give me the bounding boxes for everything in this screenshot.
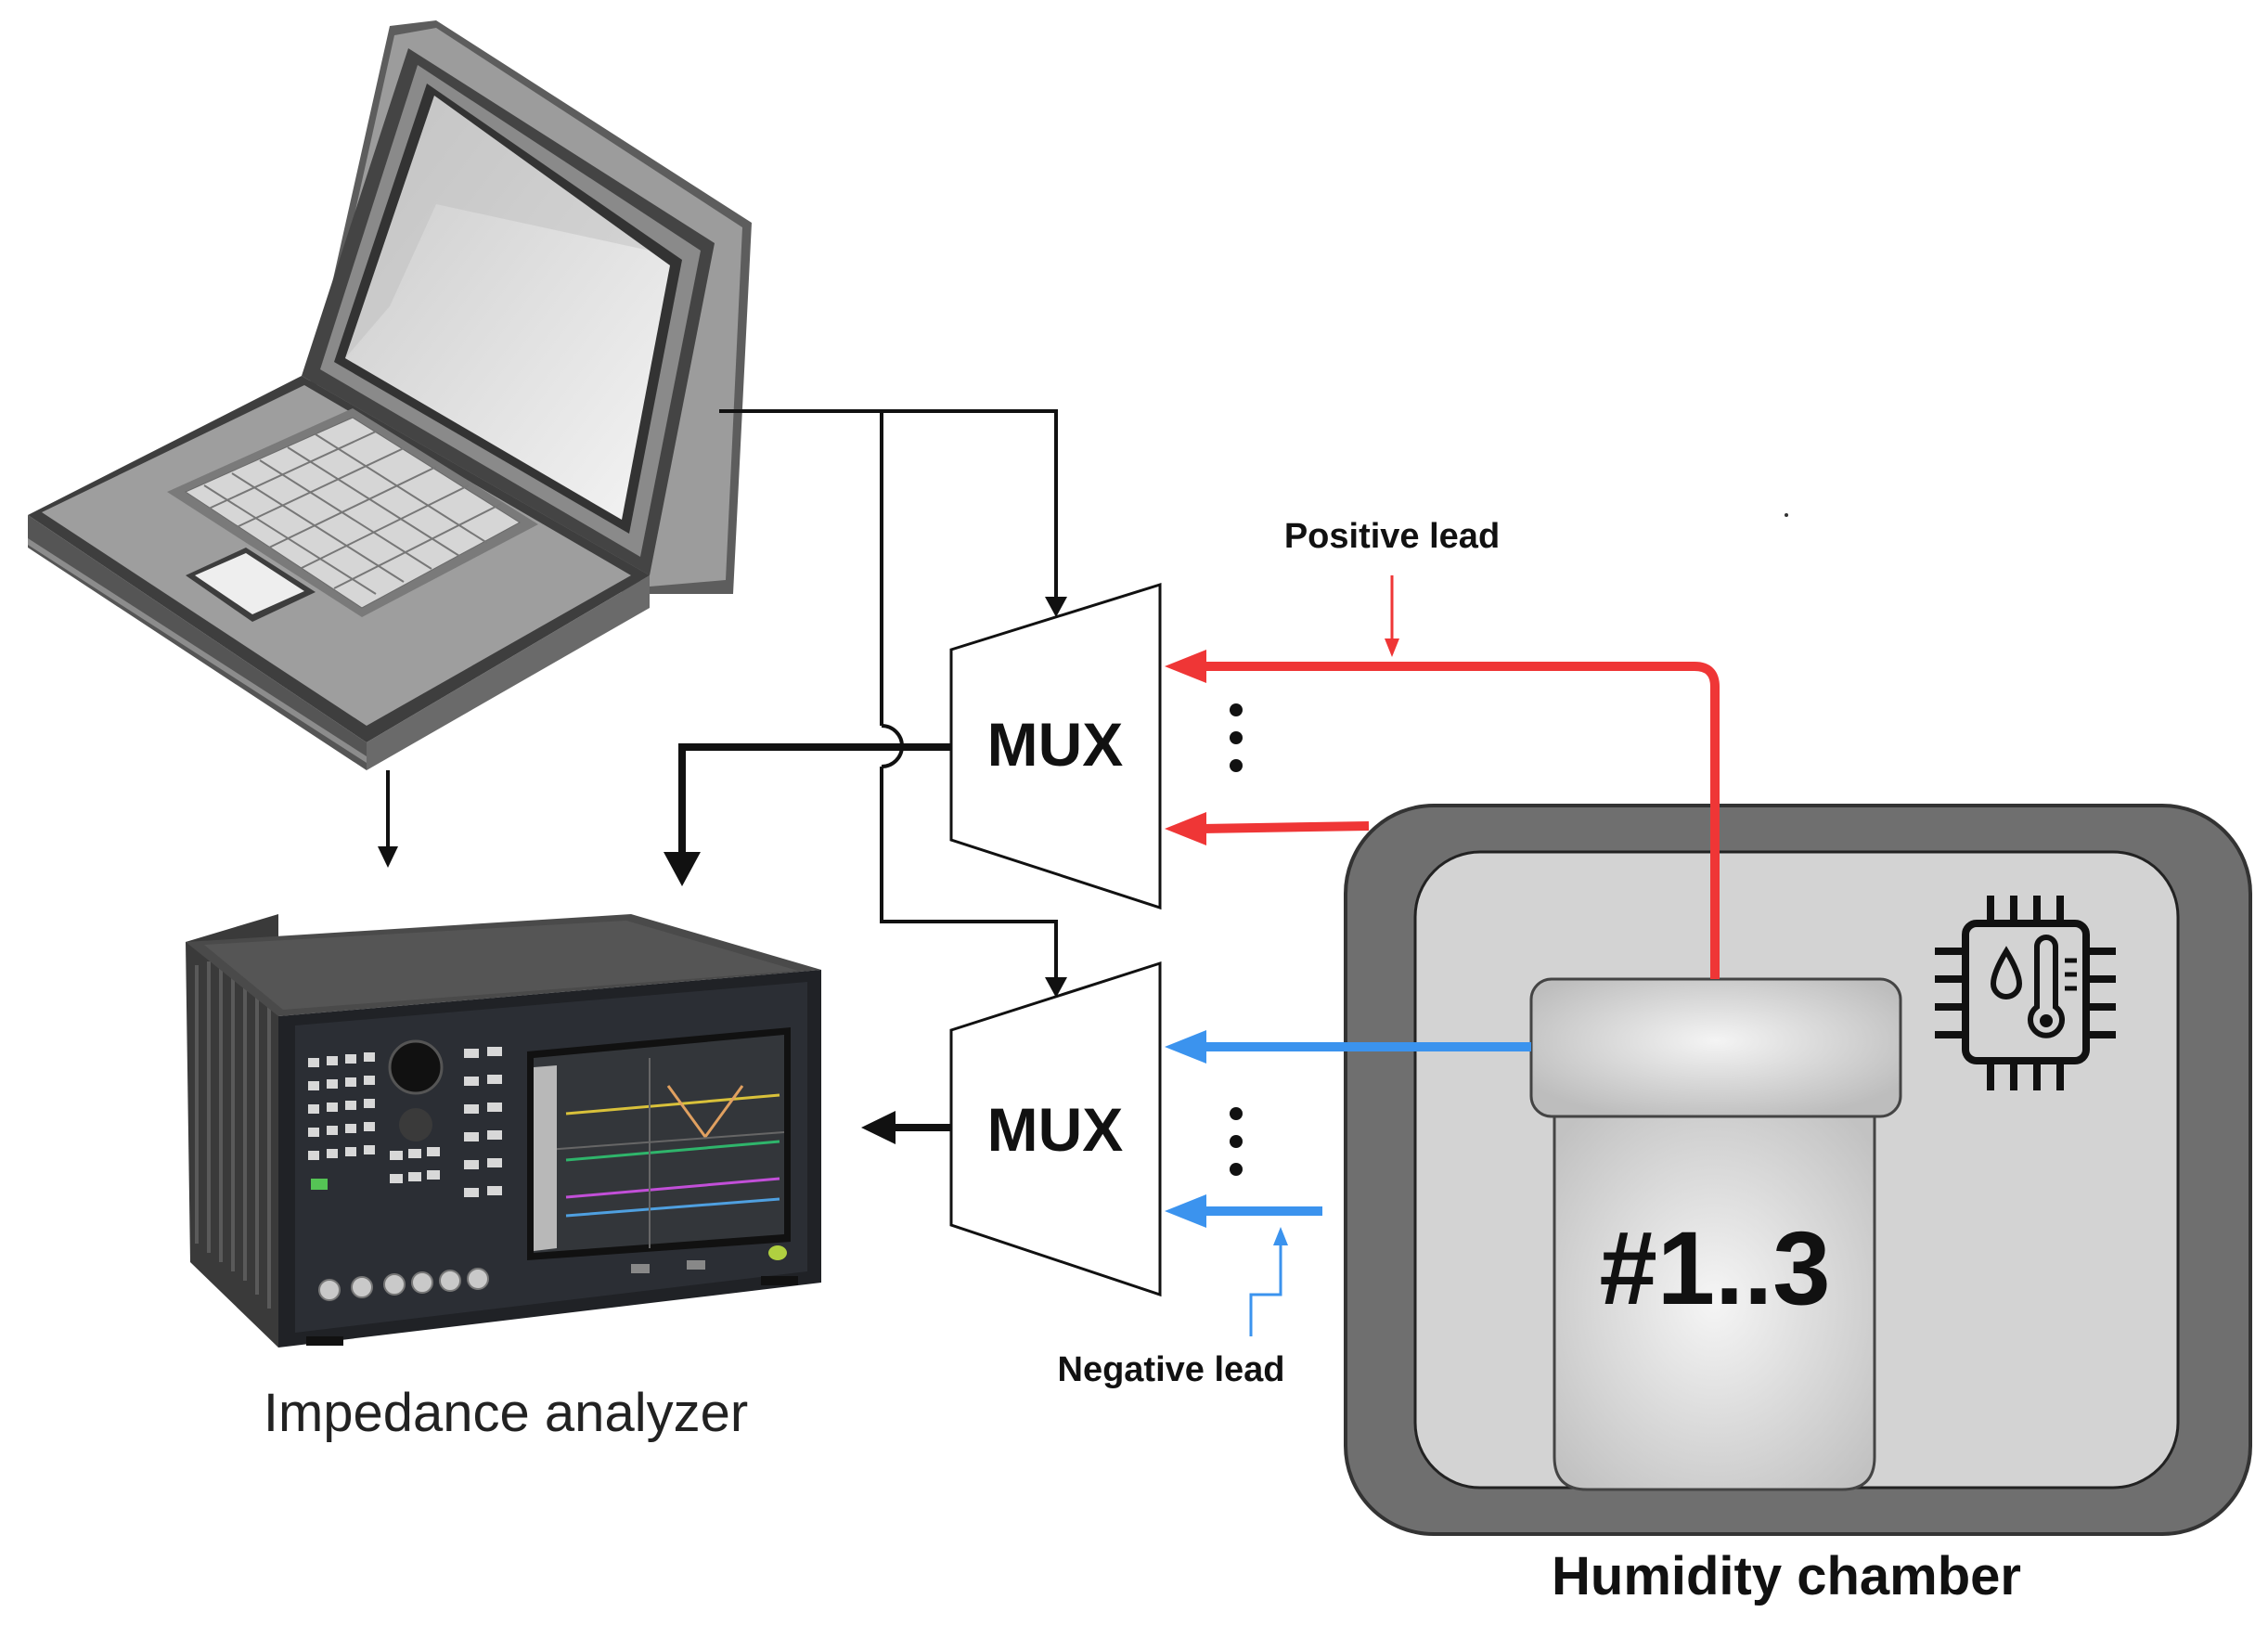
impedance-analyzer-icon [186,914,821,1348]
control-arrowheads [1045,597,1067,998]
ellipsis-top [1230,703,1243,772]
sample-label: #1..3 [1599,1210,1830,1326]
control-lines [719,409,1058,979]
positive-lead-label: Positive lead [1284,517,1500,556]
mux-bottom-output-arrow [861,1111,951,1144]
laptop-to-analyzer-arrow [378,770,398,868]
negative-lead-label: Negative lead [1058,1350,1285,1389]
mux-top-label: MUX [987,710,1124,779]
stray-dot [1785,513,1788,517]
analyzer-screen-traces [533,1058,785,1248]
positive-lead-wires [1165,575,1720,979]
impedance-analyzer-label: Impedance analyzer [264,1383,748,1443]
mux-top: MUX [949,582,1162,910]
ellipsis-bottom [1230,1107,1243,1176]
humidity-temperature-sensor-chip-icon [1935,896,2116,1090]
mux-bottom-label: MUX [987,1095,1124,1164]
mux-bottom: MUX [949,961,1162,1297]
humidity-chamber-label: Humidity chamber [1552,1546,2021,1606]
mux-top-output-arrow [664,743,951,886]
laptop-icon [28,20,752,770]
sample-jar [1529,977,1902,1491]
negative-lead-wires [1165,1030,1531,1336]
